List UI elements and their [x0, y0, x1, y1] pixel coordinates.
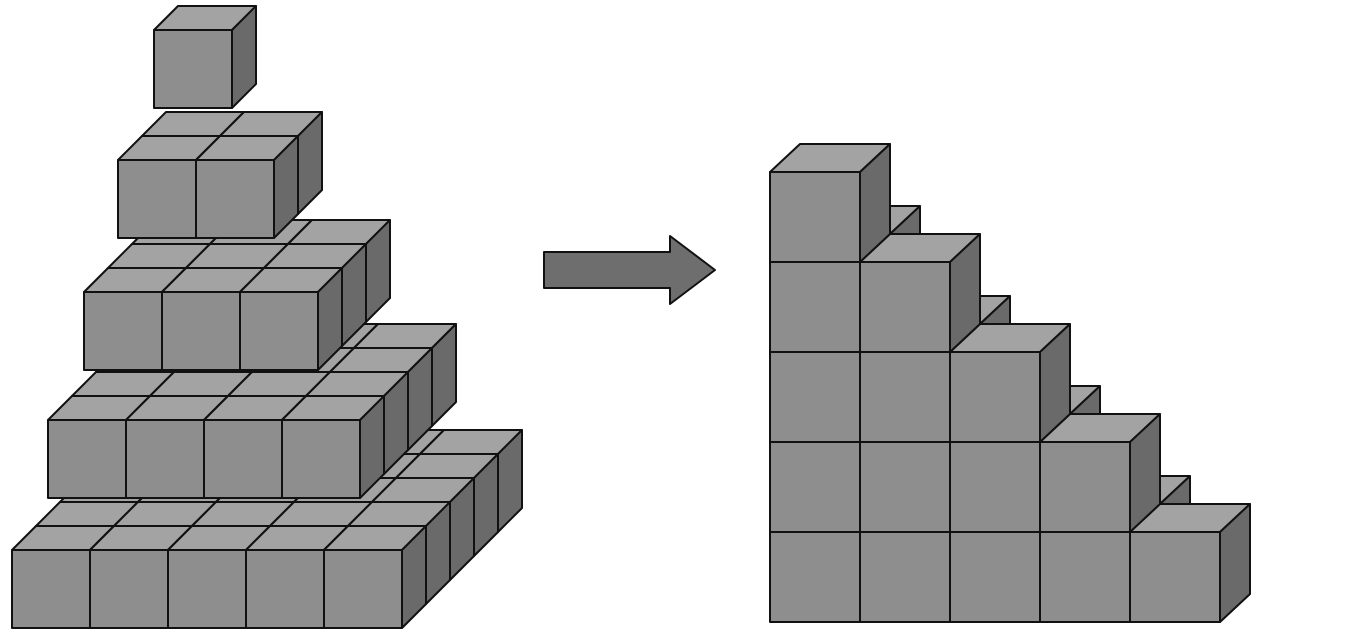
pyramid-layer-4 [47, 323, 457, 499]
cube-front-face [153, 29, 233, 109]
cube-front-face [323, 549, 403, 629]
right-arrow-icon [543, 235, 716, 305]
cube-front-face [203, 419, 283, 499]
cube-front-face [769, 441, 861, 533]
cube-front-face [949, 351, 1041, 443]
cube-front-face [859, 351, 951, 443]
cube [949, 323, 1071, 443]
cube [195, 135, 299, 239]
cube-front-face [47, 419, 127, 499]
cube-front-face [859, 441, 951, 533]
cube [1129, 503, 1251, 623]
pyramid-layer-1 [153, 5, 257, 109]
cube-front-face [195, 159, 275, 239]
cube [239, 267, 343, 371]
pyramid-layer-3 [83, 219, 391, 371]
cube-front-face [125, 419, 205, 499]
cube [1039, 413, 1161, 533]
cube [323, 525, 427, 629]
cube-front-face [1129, 531, 1221, 623]
cube-front-face [117, 159, 197, 239]
cube-front-face [239, 291, 319, 371]
cube-front-face [769, 531, 861, 623]
cube-front-face [1039, 531, 1131, 623]
cube-front-face [769, 171, 861, 263]
cube-front-face [11, 549, 91, 629]
cube [281, 395, 385, 499]
cube-front-face [89, 549, 169, 629]
cube-front-face [161, 291, 241, 371]
cube-front-face [1039, 441, 1131, 533]
cube-front-face [281, 419, 361, 499]
cube-front-face [949, 441, 1041, 533]
cube-front-face [245, 549, 325, 629]
arrow-shape [543, 235, 716, 305]
cube-front-face [167, 549, 247, 629]
cube-front-face [859, 531, 951, 623]
cube-front-face [769, 261, 861, 353]
cube-front-face [859, 261, 951, 353]
cube [769, 143, 891, 263]
cube-staircase [769, 143, 1251, 623]
cube-front-face [83, 291, 163, 371]
cube [153, 5, 257, 109]
pyramid-layer-2 [117, 111, 323, 239]
pyramid-layer-5 [11, 429, 523, 629]
cube [859, 233, 981, 353]
cube-front-face [949, 531, 1041, 623]
layered-cube-pyramid [11, 5, 523, 629]
cube-front-face [769, 351, 861, 443]
